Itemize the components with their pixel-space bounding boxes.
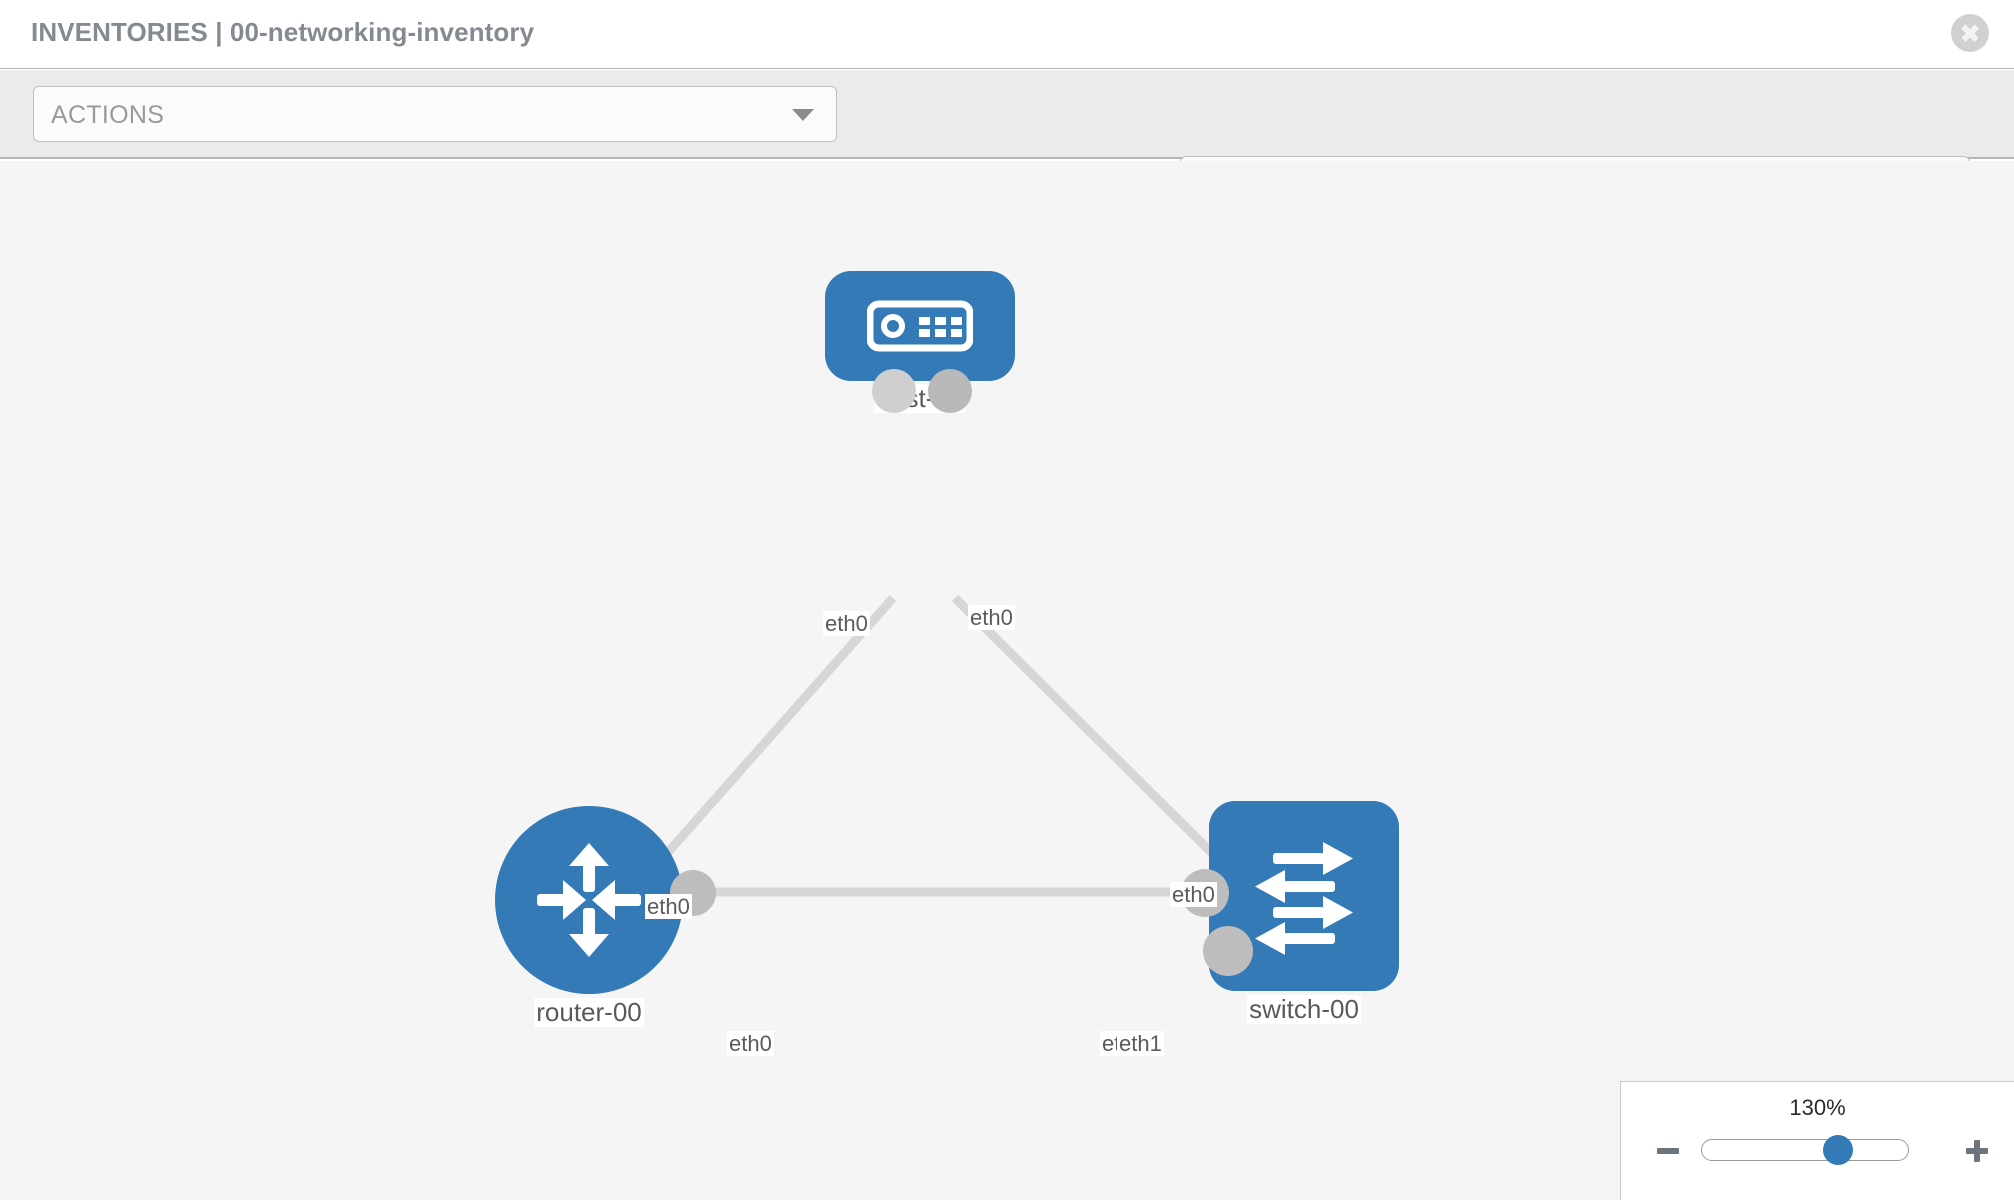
zoom-control-panel: 130% xyxy=(1620,1081,2014,1200)
zoom-out-button[interactable] xyxy=(1651,1134,1685,1168)
zoom-slider-handle[interactable] xyxy=(1822,1135,1853,1165)
port-label-switch-up: eth0 xyxy=(1170,882,1217,908)
port-label-host-left: eth0 xyxy=(823,611,870,637)
toolbar: ACTIONS SEARCH xyxy=(0,70,2014,212)
zoom-level-label: 130% xyxy=(1789,1095,1846,1120)
server-icon xyxy=(867,300,973,352)
connector-host-left[interactable] xyxy=(872,369,916,413)
page-header: INVENTORIES | 00-networking-inventory xyxy=(0,0,2014,69)
switch-arrows-icon xyxy=(1255,842,1353,955)
node-host-00[interactable]: host-00 xyxy=(825,271,1015,414)
node-label-switch-00: switch-00 xyxy=(1247,994,1361,1025)
node-router-00[interactable]: router-00 xyxy=(495,806,683,1028)
zoom-slider[interactable] xyxy=(1701,1135,1909,1165)
topology-edges xyxy=(643,594,1239,897)
port-label-switch-left: eth1 xyxy=(1117,1031,1164,1057)
connector-host-right[interactable] xyxy=(928,369,972,413)
router-arrows-icon xyxy=(537,843,641,957)
actions-dropdown-label: ACTIONS xyxy=(51,101,165,129)
chevron-down-icon xyxy=(792,109,814,121)
page-title: INVENTORIES | 00-networking-inventory xyxy=(31,17,535,47)
node-label-router-00: router-00 xyxy=(534,997,644,1028)
host-node-shape xyxy=(825,271,1015,381)
port-label-router-right: eth0 xyxy=(727,1031,774,1057)
zoom-in-button[interactable] xyxy=(1960,1134,1994,1168)
topology-canvas[interactable]: host-00 xyxy=(0,161,2014,1200)
actions-dropdown[interactable]: ACTIONS xyxy=(33,86,837,142)
port-label-host-right: eth0 xyxy=(968,605,1015,631)
port-label-router-up: eth0 xyxy=(645,894,692,920)
close-icon[interactable] xyxy=(1951,14,1989,52)
connector-switch-top-left[interactable] xyxy=(1203,926,1253,976)
